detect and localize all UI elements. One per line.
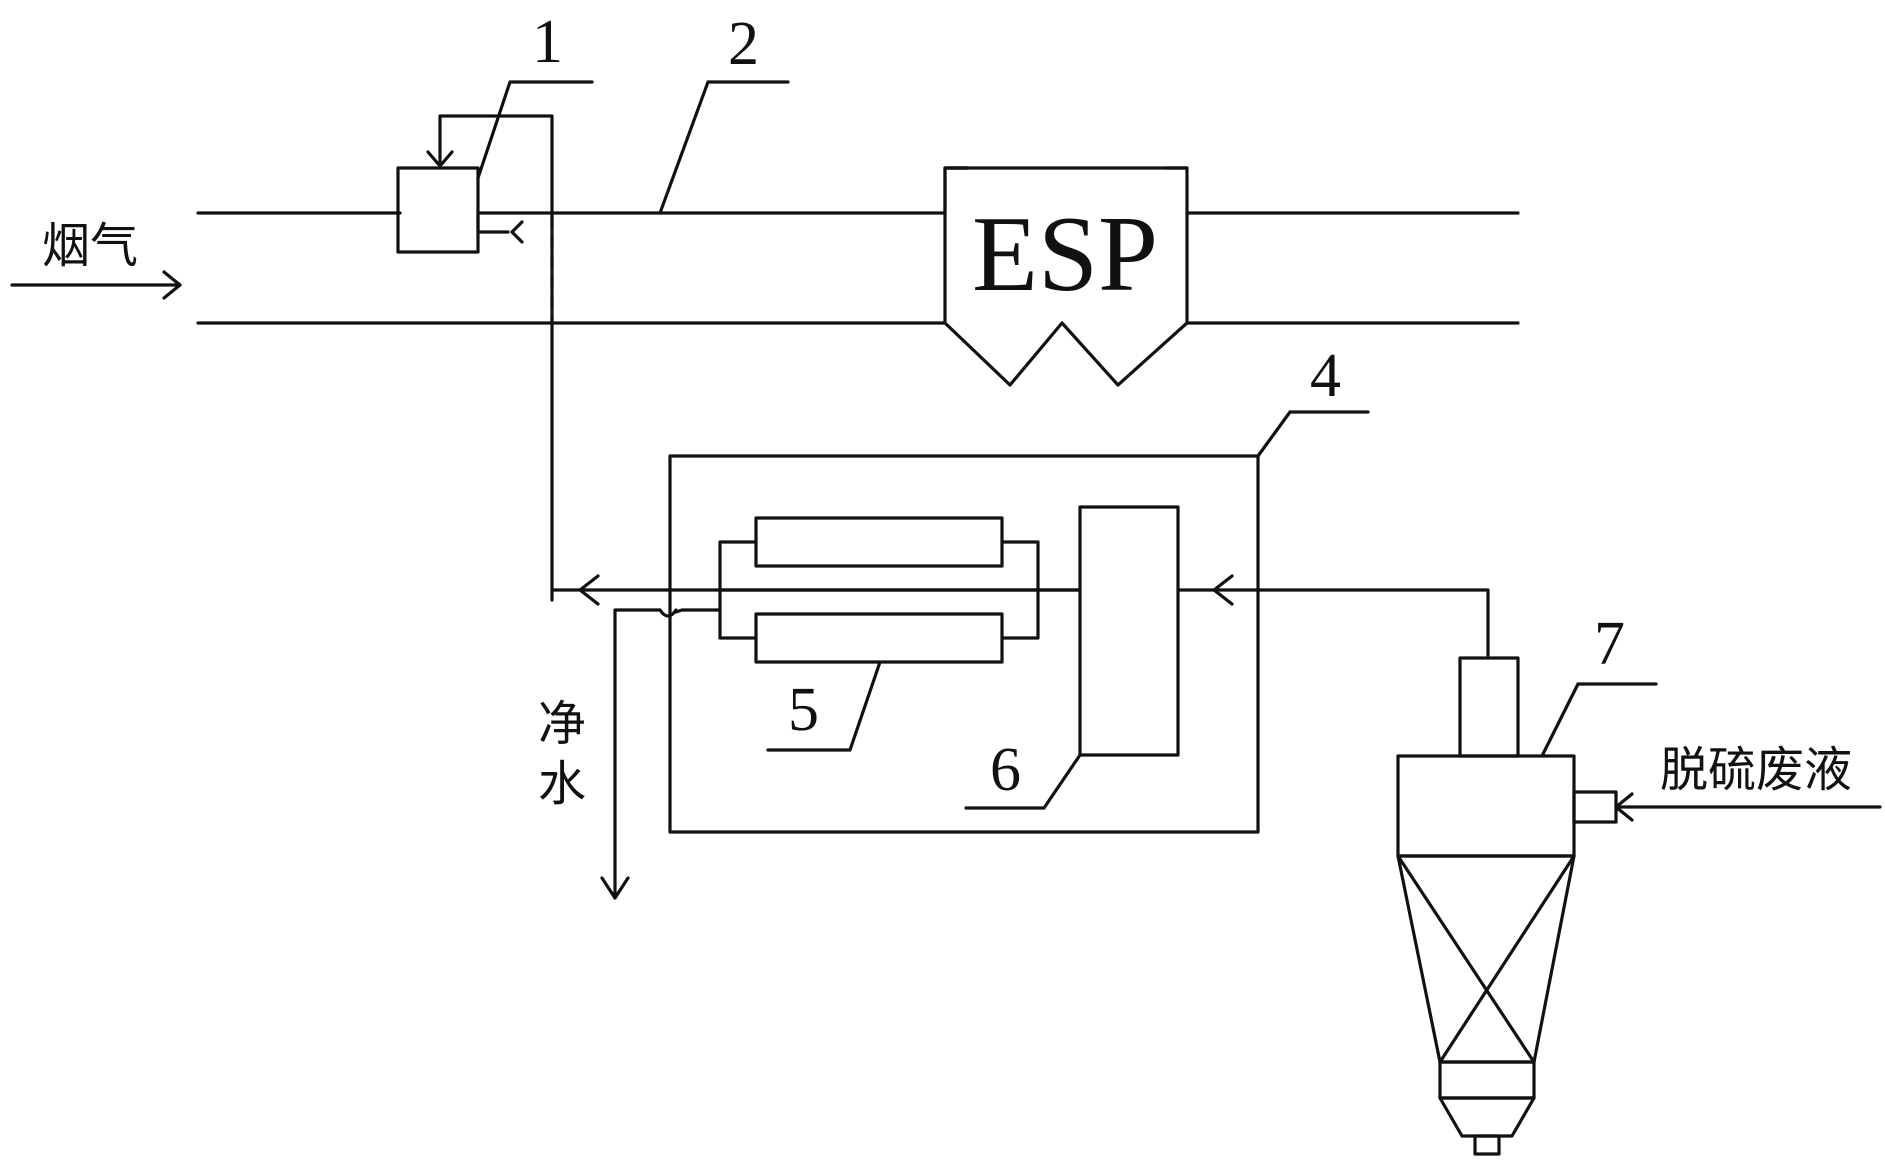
label-5: 5 [788, 676, 819, 744]
clean-water-line [600, 608, 722, 900]
leader-2 [658, 80, 790, 215]
label-2: 2 [728, 10, 759, 78]
flue-gas-label: 烟气 [42, 218, 138, 274]
label-4: 4 [1310, 342, 1341, 410]
cyclone-separator [1396, 656, 1618, 1156]
label-6: 6 [990, 736, 1021, 804]
atomizer-device [396, 114, 554, 602]
leader-4 [1256, 410, 1370, 458]
clean-water-label-1: 净 [538, 696, 586, 752]
esp-unit [943, 166, 1189, 387]
esp-label: ESP [972, 195, 1158, 314]
leader-5 [766, 660, 882, 752]
treatment-unit-box [668, 454, 1260, 834]
wastewater-inlet-arrow [1614, 792, 1882, 822]
leader-1 [476, 80, 594, 180]
feed-line [1176, 574, 1490, 660]
concentrate-line [550, 574, 1082, 606]
leader-7 [1540, 682, 1658, 758]
clean-water-label-2: 水 [538, 756, 586, 812]
pretreatment-column [1078, 505, 1180, 757]
leader-6 [964, 753, 1082, 810]
flue-gas-inlet-arrow [10, 270, 182, 300]
wastewater-label: 脱硫废液 [1660, 742, 1852, 798]
label-7: 7 [1594, 610, 1625, 678]
flue-duct [196, 211, 1520, 325]
label-1: 1 [532, 8, 563, 76]
